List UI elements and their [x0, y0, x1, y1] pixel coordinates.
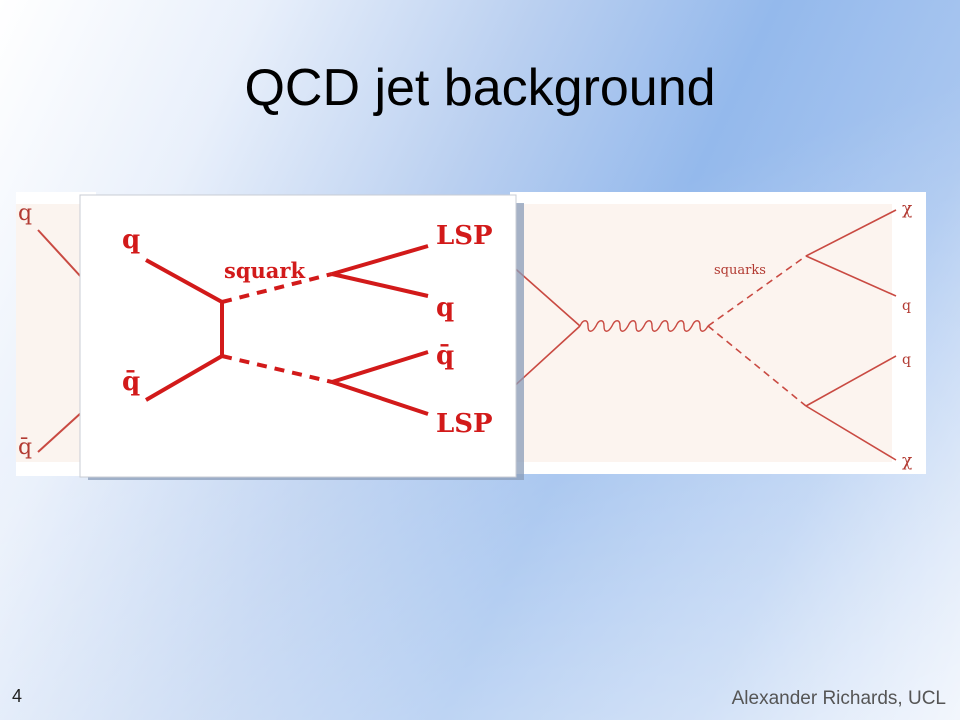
slide-title: QCD jet background: [244, 59, 716, 117]
gluon-diagram-panel: squarks χ q q χ: [509, 192, 926, 474]
squark-pair-diagram-panel: q q̄ squark LSP q q̄ LSP: [79, 194, 524, 480]
page-number: 4: [12, 686, 23, 706]
label-qbar-out: q̄: [436, 341, 454, 371]
gluon-propagator: [579, 320, 709, 332]
antiquark-out-line: [331, 350, 429, 384]
feynman-diagrams: q q̄ squarks χ q q χ q q̄ squark: [16, 192, 926, 480]
q-line-top: [805, 255, 897, 297]
fragment-line-top: [37, 229, 83, 279]
incoming-quark-line: [145, 258, 223, 304]
author-footer: Alexander Richards, UCL: [731, 688, 946, 709]
fragment-label-qbar: q̄: [18, 435, 32, 460]
fragment-line-bottom: [37, 411, 83, 453]
quark-out-line: [331, 272, 429, 298]
chi-line-top: [805, 209, 897, 257]
label-q-lower: q: [902, 352, 911, 368]
label-squark: squark: [224, 258, 305, 283]
squark-line-lower: [221, 354, 333, 384]
lsp-line-bottom: [331, 380, 429, 416]
squark-line-upper: [221, 272, 333, 304]
label-q-in: q: [122, 225, 140, 255]
chi-line-bottom: [805, 405, 897, 461]
label-chi-top: χ: [902, 199, 912, 219]
q-line-bottom: [805, 355, 897, 407]
incoming-antiquark-line: [144, 354, 224, 402]
fragment-label-q: q: [18, 201, 32, 226]
squark-line-top: [707, 255, 807, 327]
lsp-line-top: [331, 244, 429, 276]
label-qbar-in: q̄: [122, 367, 140, 397]
label-squarks: squarks: [714, 263, 766, 278]
label-lsp-top: LSP: [436, 221, 493, 251]
label-lsp-bottom: LSP: [436, 409, 493, 439]
label-chi-bottom: χ: [902, 451, 912, 471]
label-q-upper: q: [902, 298, 911, 314]
label-q-out: q: [436, 293, 454, 323]
squark-line-bottom: [707, 325, 807, 407]
